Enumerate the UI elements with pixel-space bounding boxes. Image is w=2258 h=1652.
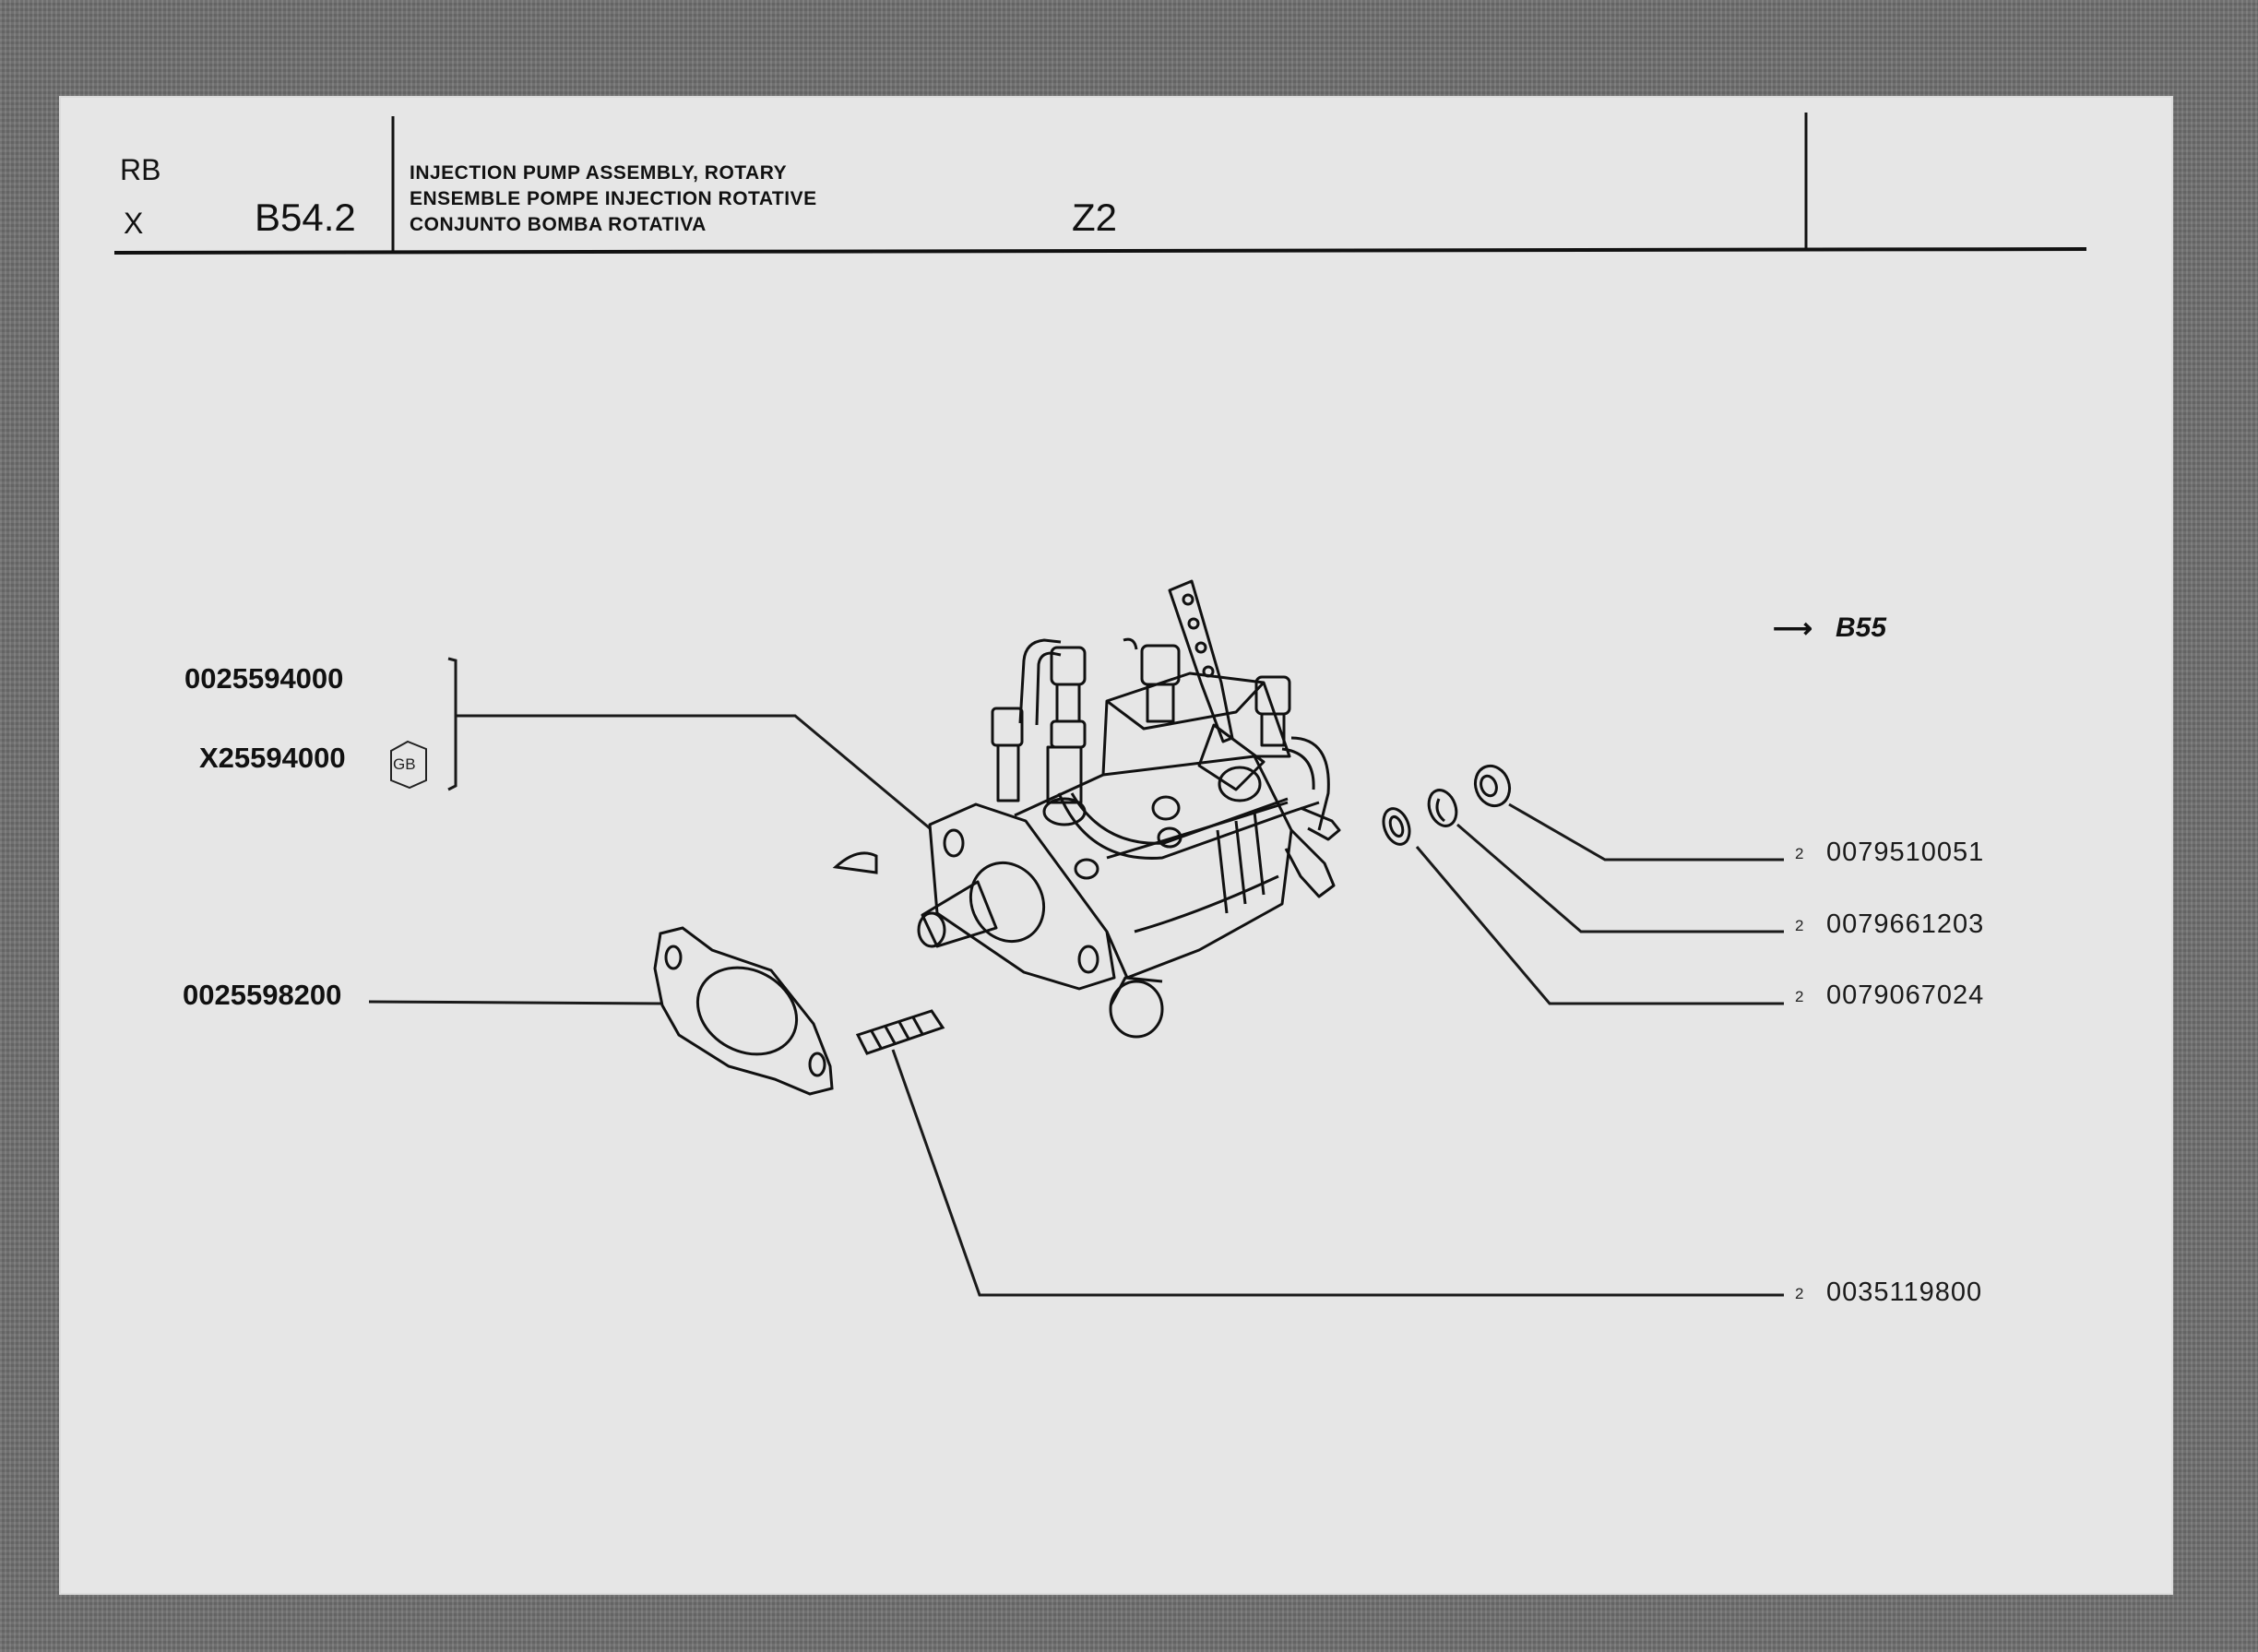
leader-washer-1 (1508, 802, 1784, 862)
gasket-drawing (653, 926, 834, 1096)
leader-stud (891, 1049, 1784, 1297)
section-number: B54.2 (255, 196, 356, 239)
stud-drawing (855, 1009, 945, 1055)
reference-arrow-icon: ⟶ (1773, 613, 1813, 644)
gb-badge: GB (393, 755, 416, 773)
title-french: ENSEMBLE POMPE INJECTION ROTATIVE (410, 188, 817, 209)
qty-washer-2: 2 (1795, 917, 1804, 934)
header-frame (113, 113, 2087, 255)
leader-gasket (368, 1000, 663, 1005)
assembly-alt-part-number[interactable]: X25594000 (199, 742, 346, 774)
part-number-stud[interactable]: 0035119800 (1826, 1278, 1983, 1307)
header-code-bottom: X (124, 207, 144, 240)
gb-badge-outline (390, 740, 427, 790)
woodruff-key-drawing (832, 851, 878, 874)
model-code: Z2 (1072, 196, 1118, 239)
title-english: INJECTION PUMP ASSEMBLY, ROTARY (410, 162, 788, 184)
part-number-washer-1[interactable]: 0079510051 (1826, 838, 1985, 867)
title-spanish: CONJUNTO BOMBA ROTATIVA (410, 214, 707, 235)
gasket-part-number[interactable]: 0025598200 (183, 979, 342, 1011)
reference-label[interactable]: B55 (1836, 612, 1887, 643)
qty-stud: 2 (1795, 1285, 1804, 1302)
pump-assembly-drawing (917, 579, 1341, 1039)
qty-washer-1: 2 (1795, 845, 1804, 862)
leader-washer-2 (1456, 823, 1784, 933)
qty-washer-3: 2 (1795, 988, 1804, 1005)
leader-assembly (447, 657, 458, 791)
leader-washer-3 (1415, 846, 1784, 1005)
parts-catalog-sheet (59, 96, 2173, 1595)
part-number-washer-3[interactable]: 0079067024 (1826, 981, 1985, 1010)
leader-lines (368, 657, 1784, 1297)
assembly-part-number[interactable]: 0025594000 (184, 662, 344, 695)
part-number-washer-2[interactable]: 0079661203 (1826, 909, 1985, 939)
header-code-top: RB (120, 153, 161, 186)
washers-drawing (1382, 764, 1512, 846)
